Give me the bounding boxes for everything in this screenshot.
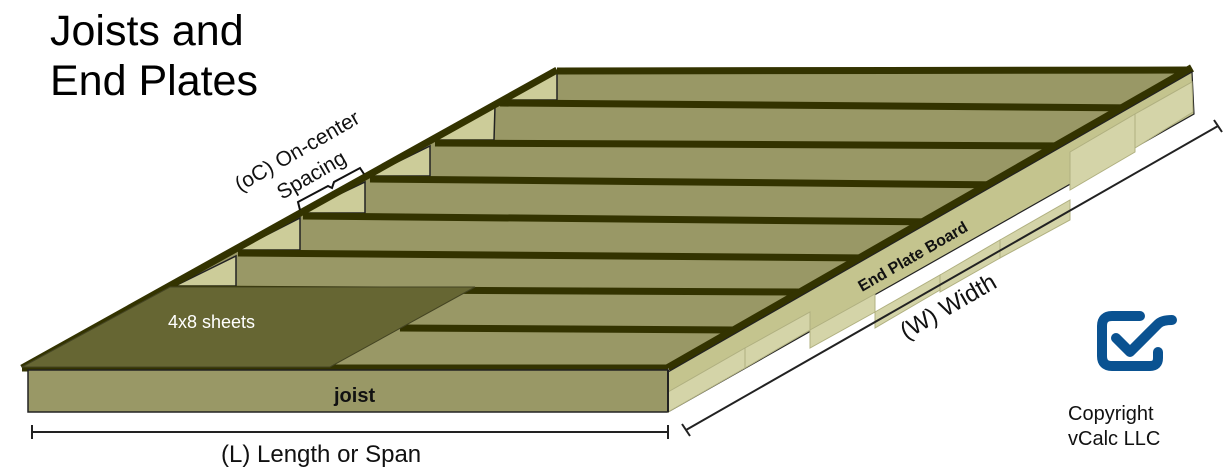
length-label: (L) Length or Span — [221, 441, 421, 468]
copyright-line-1: Copyright — [1068, 403, 1154, 425]
title-line-2: End Plates — [50, 57, 258, 105]
width-dimension — [681, 119, 1223, 437]
sheets-label: 4x8 sheets — [168, 312, 255, 332]
length-dimension — [31, 425, 669, 439]
joist-label: joist — [333, 385, 375, 407]
plywood-sheet — [21, 286, 476, 368]
floor-frame — [20, 64, 1195, 414]
checkbox-check-icon — [1097, 311, 1177, 371]
right-end-plate-top-edge — [666, 64, 1194, 372]
joists — [22, 66, 1191, 372]
oc-spacing-bracket — [296, 166, 365, 211]
diagram-title: Joists and End Plates — [50, 6, 258, 106]
end-plate-blocks — [667, 81, 1194, 413]
copyright-line-2: vCalc LLC — [1068, 428, 1161, 450]
copyright-notice: Copyright vCalc LLC — [1068, 402, 1160, 452]
title-line-1: Joists and — [50, 7, 244, 55]
